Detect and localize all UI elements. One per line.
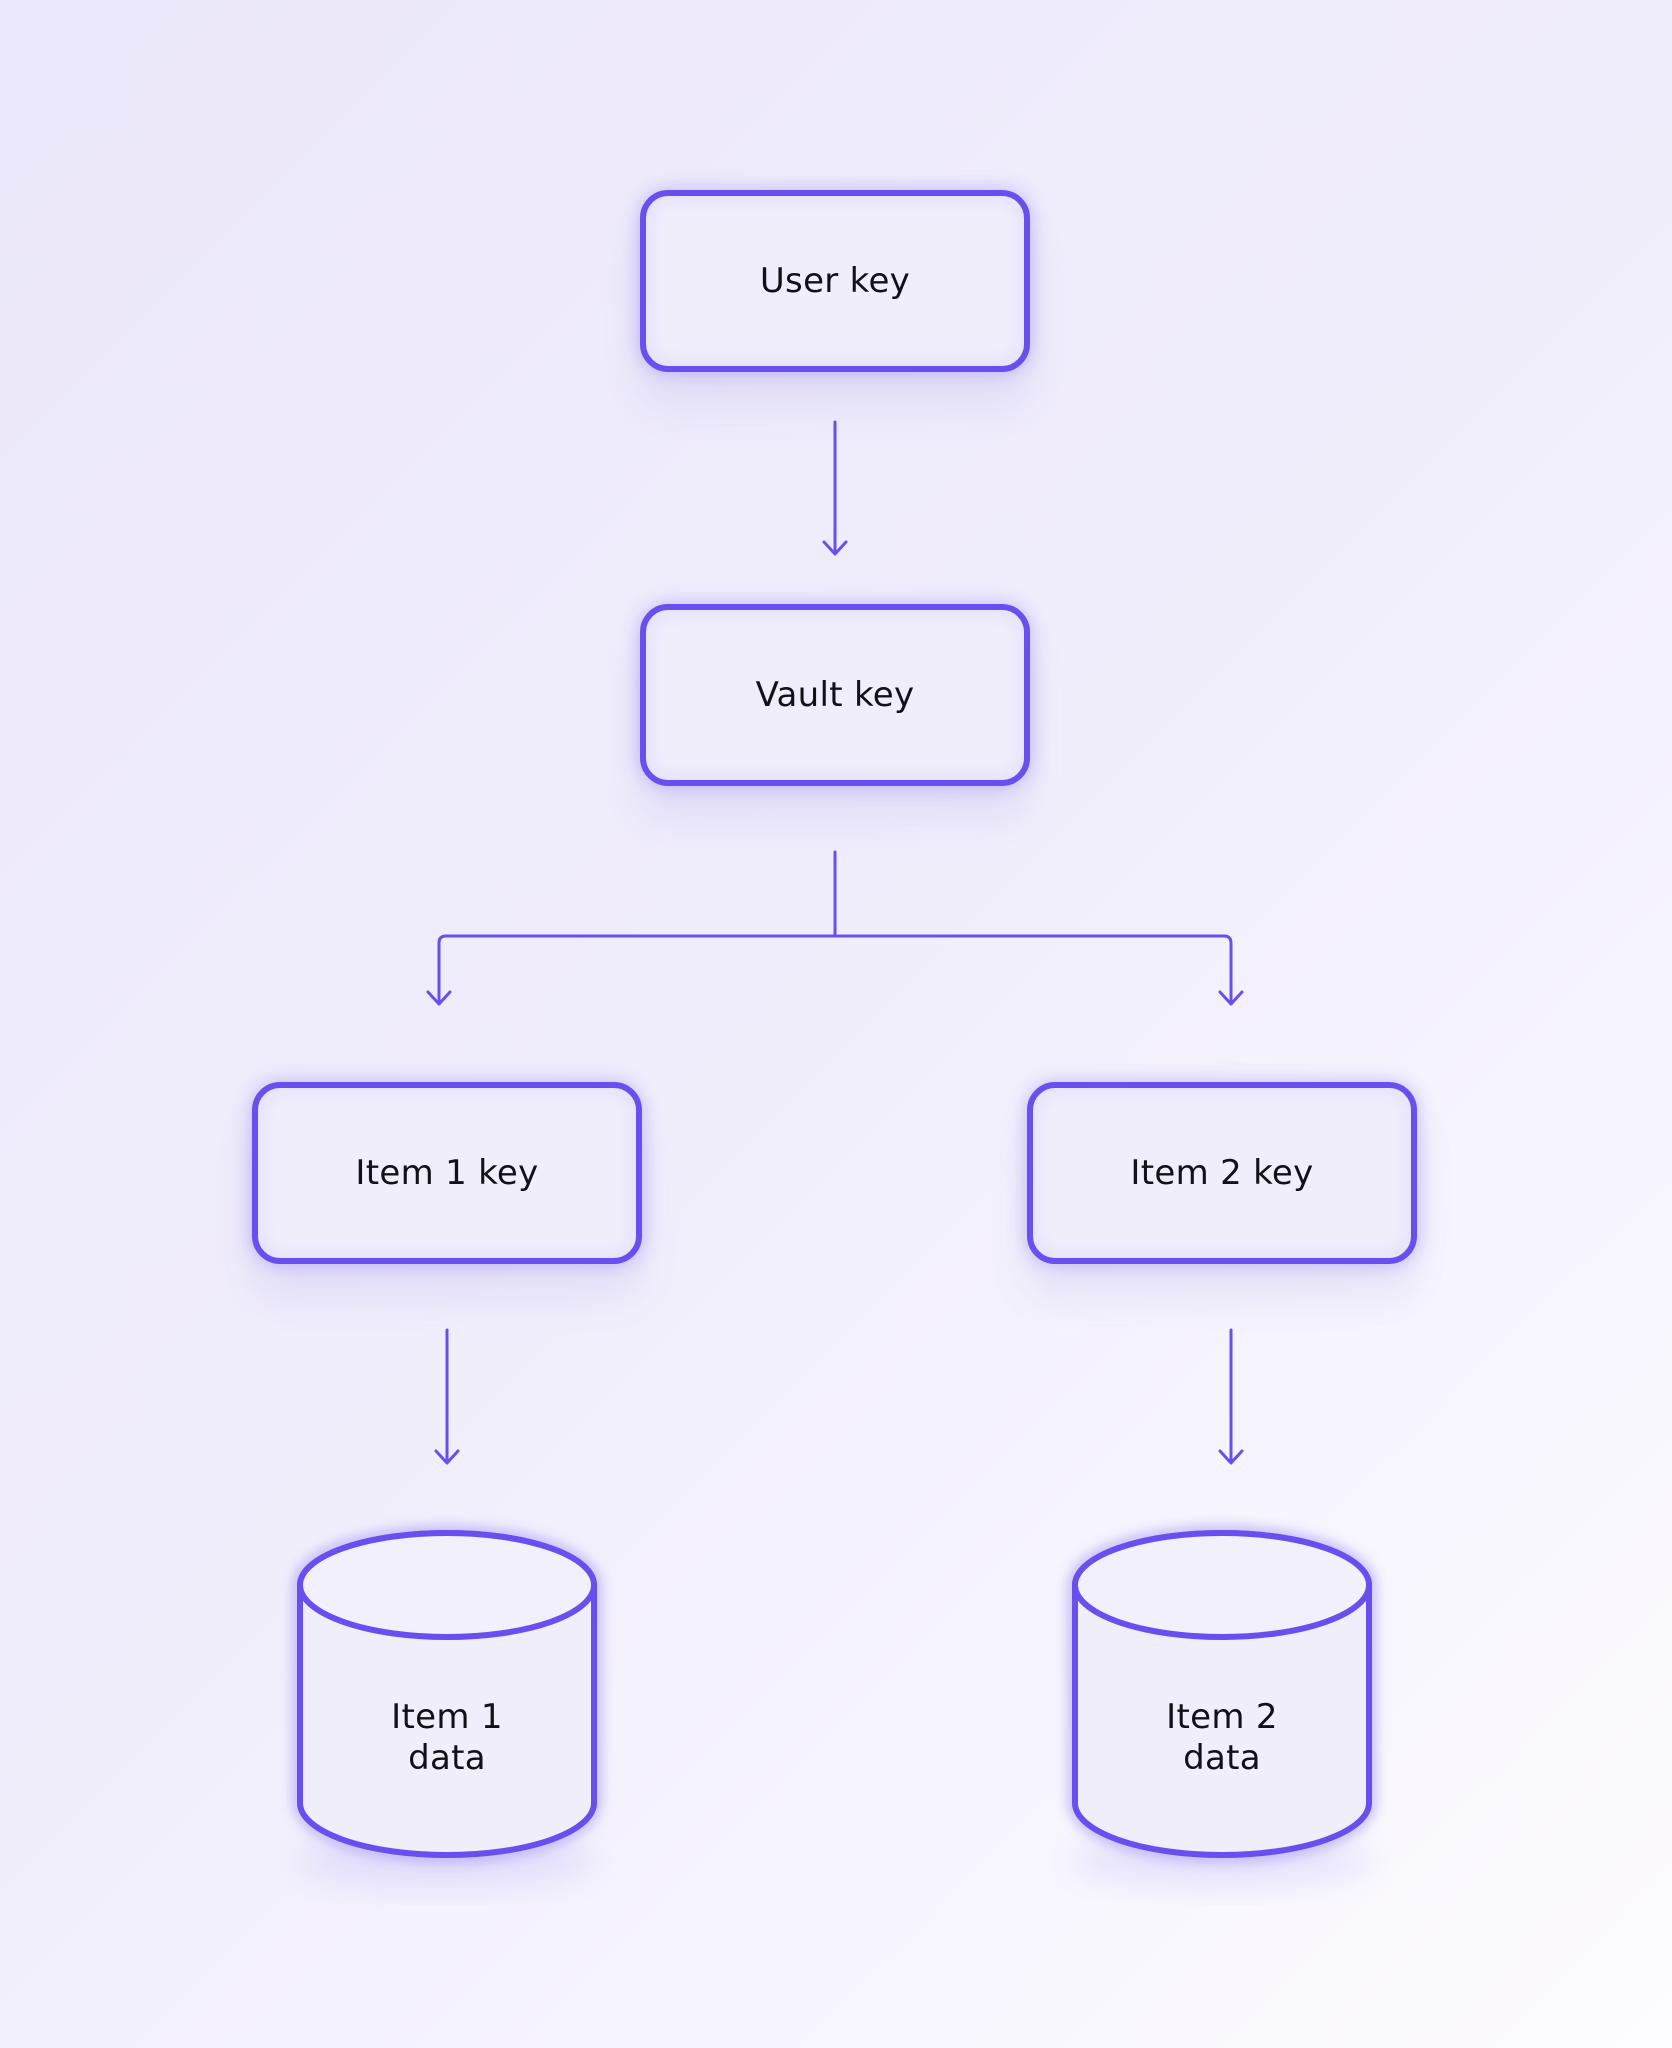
arrow-item1-key-to-data bbox=[434, 1328, 460, 1465]
arrow-to-item1-key bbox=[426, 990, 452, 1006]
vault-key-node: Vault key bbox=[640, 604, 1030, 786]
item1-key-label: Item 1 key bbox=[355, 1153, 539, 1193]
item1-data-cylinder bbox=[297, 1530, 597, 1888]
item1-data-label: Item 1 data bbox=[297, 1697, 597, 1779]
item2-key-label: Item 2 key bbox=[1130, 1153, 1314, 1193]
vault-key-label: Vault key bbox=[755, 675, 915, 715]
arrow-user-to-vault bbox=[822, 420, 848, 556]
item2-key-node: Item 2 key bbox=[1027, 1082, 1417, 1264]
item1-data-line2: data bbox=[408, 1738, 486, 1778]
branch-connector bbox=[437, 850, 1233, 1005]
item2-data-line2: data bbox=[1183, 1738, 1261, 1778]
item2-data-label: Item 2 data bbox=[1072, 1697, 1372, 1779]
item1-data-line1: Item 1 bbox=[391, 1697, 503, 1737]
item2-data-cylinder bbox=[1072, 1530, 1372, 1888]
arrow-item2-key-to-data bbox=[1218, 1328, 1244, 1465]
item1-key-node: Item 1 key bbox=[252, 1082, 642, 1264]
user-key-node: User key bbox=[640, 190, 1030, 372]
user-key-label: User key bbox=[759, 261, 911, 301]
arrow-to-item2-key bbox=[1218, 990, 1244, 1006]
item2-data-line1: Item 2 bbox=[1166, 1697, 1278, 1737]
